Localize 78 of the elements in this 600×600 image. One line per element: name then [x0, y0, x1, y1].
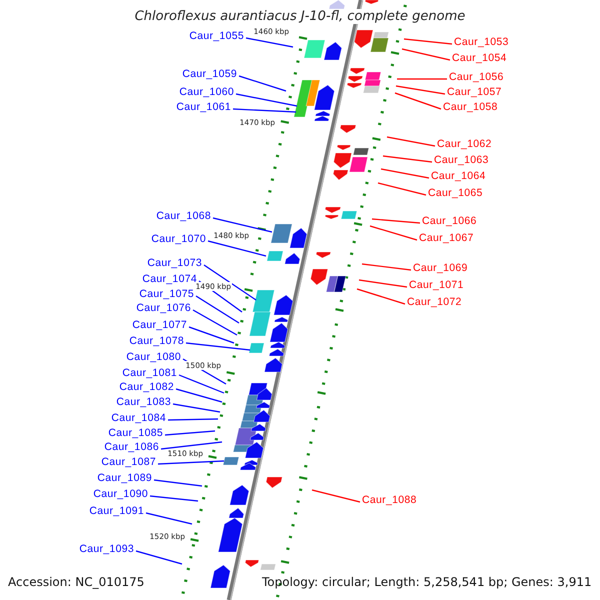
leader-line: [136, 550, 182, 565]
gene-label: Caur_1072: [407, 296, 462, 309]
gene-label: Caur_1078: [129, 335, 184, 348]
leader-line: [212, 217, 272, 233]
gene-label: Caur_1057: [447, 86, 502, 99]
leader-line: [172, 403, 220, 413]
leader-line: [168, 418, 218, 421]
gene-label: Caur_1077: [132, 319, 187, 332]
gene-label: Caur_1082: [119, 381, 174, 394]
gene-label: Caur_1091: [89, 505, 144, 518]
leader-line: [160, 441, 222, 450]
footer-text: Accession: NC_010175: [8, 575, 144, 590]
leader-line: [386, 136, 436, 147]
leader-line: [158, 460, 224, 465]
gene-label: Caur_1067: [419, 232, 474, 245]
gene-label: Caur_1068: [156, 210, 211, 223]
gene-label: Caur_1071: [409, 279, 464, 292]
gene-label: Caur_1089: [97, 472, 152, 485]
gene-label: Caur_1074: [142, 273, 197, 286]
leader-line: [192, 309, 238, 336]
gene-label: Caur_1080: [126, 351, 181, 364]
gene-label: Caur_1059: [182, 68, 237, 81]
leader-line: [204, 264, 256, 300]
leader-line: [188, 326, 234, 344]
leader-line: [402, 48, 450, 61]
leader-line: [186, 342, 250, 351]
gene-label: Caur_1086: [104, 441, 159, 454]
leader-line: [396, 85, 446, 95]
gene-label: Caur_1053: [454, 36, 509, 49]
gene-label: Caur_1085: [108, 427, 163, 440]
gene-label: Caur_1056: [449, 71, 504, 84]
gene-label: Caur_1065: [428, 187, 483, 200]
gene-label: Caur_1075: [139, 288, 194, 301]
leader-line: [378, 182, 426, 196]
leader-line: [380, 168, 430, 179]
leader-line: [232, 108, 296, 113]
gene-label: Caur_1063: [434, 154, 489, 167]
gene-label: Caur_1088: [362, 494, 417, 507]
leader-line: [208, 240, 266, 257]
leader-line: [154, 479, 202, 487]
gene-label: Caur_1090: [93, 488, 148, 501]
leader-line: [196, 296, 240, 324]
leader-line: [236, 93, 298, 107]
gene-label: Caur_1083: [116, 396, 171, 409]
gene-label: Caur_1064: [431, 170, 486, 183]
gene-label: Caur_1061: [176, 101, 231, 114]
gene-label: Caur_1076: [136, 302, 191, 315]
leader-line: [150, 495, 198, 502]
leader-line: [397, 78, 447, 80]
gene-label: Caur_1081: [122, 367, 177, 380]
leader-line: [238, 75, 286, 92]
leader-line: [246, 37, 294, 48]
leader-line: [176, 388, 222, 403]
leader-line: [382, 155, 432, 163]
gene-label: Caur_1055: [189, 30, 244, 43]
leader-line: [146, 512, 192, 525]
gene-label: Caur_1073: [147, 257, 202, 270]
leader-line: [312, 489, 360, 503]
gene-label: Caur_1066: [422, 215, 477, 228]
leader-line: [164, 430, 216, 436]
gene-label: Caur_1093: [79, 543, 134, 556]
footer-text: Topology: circular; Length: 5,258,541 bp; Genes: 3,911: [262, 575, 592, 590]
gene-label: Caur_1054: [452, 52, 507, 65]
leader-line: [370, 225, 418, 241]
leader-line: [358, 279, 408, 288]
gene-label: Caur_1058: [443, 101, 498, 114]
leader-line: [404, 38, 452, 45]
gene-label: Caur_1084: [111, 412, 166, 425]
leader-line: [178, 374, 224, 394]
gene-label: Caur_1062: [437, 138, 492, 151]
leader-line: [394, 92, 442, 110]
leader-line: [356, 288, 406, 305]
gene-label: Caur_1070: [151, 233, 206, 246]
leader-line: [372, 218, 420, 224]
leader-line: [362, 263, 412, 271]
gene-label: Caur_1069: [413, 262, 468, 275]
gene-label: Caur_1087: [101, 456, 156, 469]
gene-label: Caur_1060: [179, 86, 234, 99]
